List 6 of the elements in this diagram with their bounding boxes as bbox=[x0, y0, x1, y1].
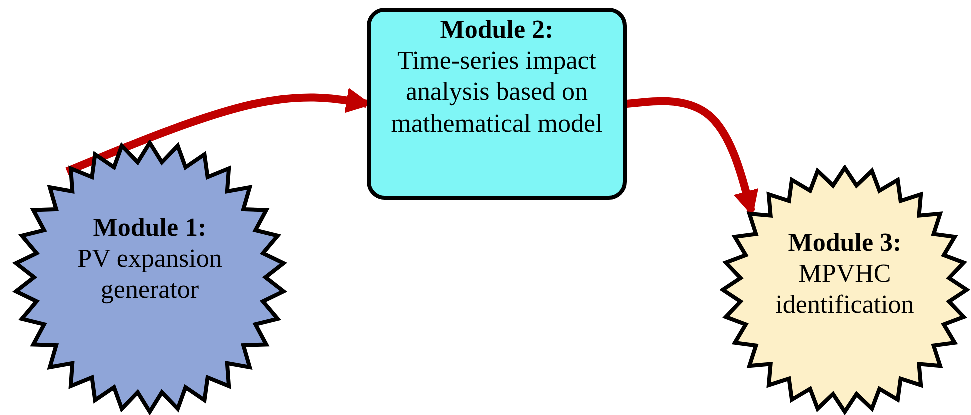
module-heading: Module 2: bbox=[439, 14, 555, 46]
module-description: MPVHC identification bbox=[774, 258, 916, 321]
module-heading: Module 3: bbox=[787, 227, 903, 258]
module-description: PV expansion generator bbox=[76, 243, 224, 306]
module-description: Time-series impact analysis based on mathematical model bbox=[390, 45, 604, 139]
module-heading: Module 1: bbox=[92, 212, 208, 244]
